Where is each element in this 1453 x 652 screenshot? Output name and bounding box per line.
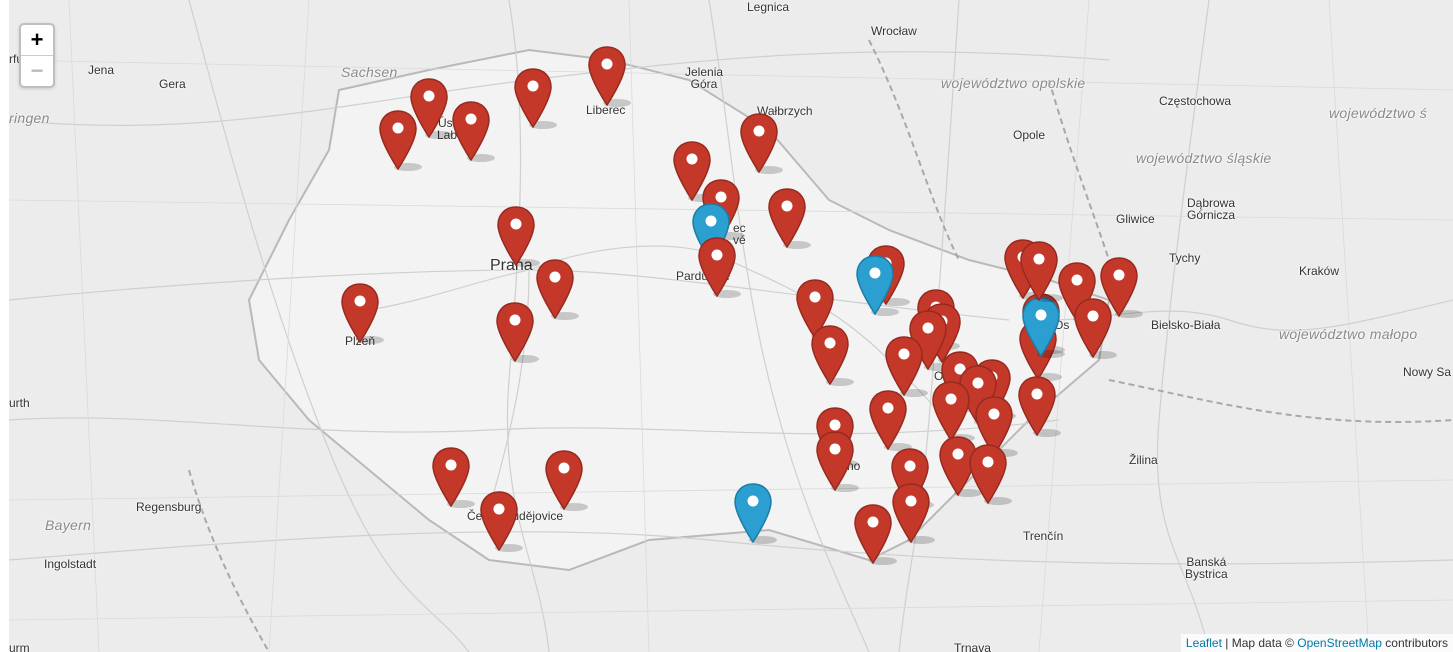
label-slaskie: województwo śląskie — [1136, 150, 1272, 166]
label-hradec-line2: vé — [733, 233, 746, 247]
map-marker-red[interactable] — [739, 112, 783, 174]
label-liberec: Liberec — [586, 103, 626, 117]
map-marker-red[interactable] — [1099, 256, 1143, 318]
label-banska-line2: Bystrica — [1185, 567, 1228, 581]
map-marker-red[interactable] — [815, 430, 859, 492]
zoom-control: + − — [19, 23, 55, 88]
label-banska-line1: Banská — [1186, 555, 1227, 569]
map-marker-red[interactable] — [535, 258, 579, 320]
label-praha: Praha — [490, 257, 533, 274]
map-marker-red[interactable] — [853, 503, 897, 565]
label-legnica: Legnica — [747, 0, 790, 14]
map-base-layer — [9, 0, 1453, 652]
zoom-in-button[interactable]: + — [30, 27, 44, 52]
label-trencin: Trenčín — [1023, 529, 1064, 543]
label-czestochowa: Częstochowa — [1159, 94, 1232, 108]
label-opole: Opole — [1013, 128, 1046, 142]
label-jena: Jena — [88, 63, 115, 77]
map-marker-red[interactable] — [1017, 375, 1061, 437]
map-marker-red[interactable] — [431, 446, 475, 508]
label-bielsko: Bielsko-Biała — [1151, 318, 1221, 332]
map-container[interactable]: Legnica Wrocław rfu Jena Gera Sachsen ri… — [9, 0, 1453, 652]
label-zilina: Žilina — [1129, 453, 1158, 467]
label-banska-bystrica: Banská Bystrica — [1185, 556, 1228, 580]
map-marker-red[interactable] — [479, 490, 523, 552]
map-marker-red[interactable] — [810, 324, 854, 386]
map-marker-red[interactable] — [884, 335, 928, 397]
label-sachsen: Sachsen — [341, 64, 398, 80]
map-marker-red[interactable] — [697, 236, 741, 298]
label-krakow: Kraków — [1299, 264, 1340, 278]
map-marker-red[interactable] — [451, 100, 495, 162]
zoom-divider — [21, 55, 53, 56]
map-marker-red[interactable] — [968, 443, 1012, 505]
map-marker-red[interactable] — [495, 301, 539, 363]
attribution-separator: | Map data © — [1221, 636, 1298, 650]
label-ingolstadt: Ingolstadt — [44, 557, 97, 571]
map-marker-red[interactable] — [587, 45, 631, 107]
map-marker-red[interactable] — [938, 435, 982, 497]
label-opolskie: województwo opolskie — [941, 75, 1086, 91]
label-jelenia-gora: Jelenia Góra — [685, 66, 723, 90]
map-marker-red[interactable] — [1019, 240, 1063, 302]
map-marker-blue[interactable] — [1021, 296, 1065, 358]
map-marker-red[interactable] — [931, 380, 975, 442]
map-marker-red[interactable] — [1073, 297, 1117, 359]
label-wroclaw: Wrocław — [871, 24, 917, 38]
map-marker-blue[interactable] — [733, 482, 777, 544]
label-jelenia-line1: Jelenia — [685, 65, 724, 79]
label-dabrowa: Dąbrowa Górnicza — [1187, 197, 1235, 221]
label-dabrowa-line1: Dąbrowa — [1187, 196, 1236, 210]
map-marker-red[interactable] — [767, 187, 811, 249]
map-marker-red[interactable] — [340, 282, 384, 344]
map-marker-red[interactable] — [891, 482, 935, 544]
leaflet-link[interactable]: Leaflet — [1185, 636, 1222, 650]
openstreetmap-link[interactable]: OpenStreetMap — [1297, 636, 1382, 650]
label-furth: urth — [9, 396, 30, 410]
label-regensburg: Regensburg — [136, 500, 202, 514]
label-dabrowa-line2: Górnicza — [1187, 208, 1236, 222]
label-slaskie-right: województwo ś — [1329, 105, 1428, 121]
label-hradec-line1: ec — [733, 221, 746, 235]
label-bayern: Bayern — [45, 517, 92, 533]
map-marker-blue[interactable] — [855, 254, 899, 316]
label-urm: urm — [9, 641, 30, 652]
attribution-suffix: contributors — [1381, 636, 1448, 650]
label-hradec: ec vé — [733, 222, 746, 246]
map-marker-red[interactable] — [409, 77, 453, 139]
attribution: Leaflet | Map data © OpenStreetMap contr… — [1180, 634, 1453, 652]
label-malopolskie: województwo małopo — [1279, 326, 1418, 342]
map-marker-red[interactable] — [868, 389, 912, 451]
label-walbrzych: Wałbrzych — [757, 104, 813, 118]
label-nowy-sacz: Nowy Sa — [1403, 365, 1452, 379]
label-thuringen: ringen — [9, 110, 50, 126]
label-gliwice: Gliwice — [1116, 212, 1155, 226]
label-usti-line2: Lab. — [437, 129, 460, 141]
map-marker-red[interactable] — [378, 109, 422, 171]
map-marker-red[interactable] — [544, 449, 588, 511]
map-marker-red[interactable] — [496, 205, 540, 267]
zoom-out-button[interactable]: − — [30, 58, 44, 83]
label-jelenia-line2: Góra — [690, 77, 718, 91]
label-tychy: Tychy — [1169, 251, 1201, 265]
label-trnava: Trnava — [954, 641, 991, 652]
label-gera: Gera — [159, 77, 186, 91]
map-marker-red[interactable] — [513, 67, 557, 129]
